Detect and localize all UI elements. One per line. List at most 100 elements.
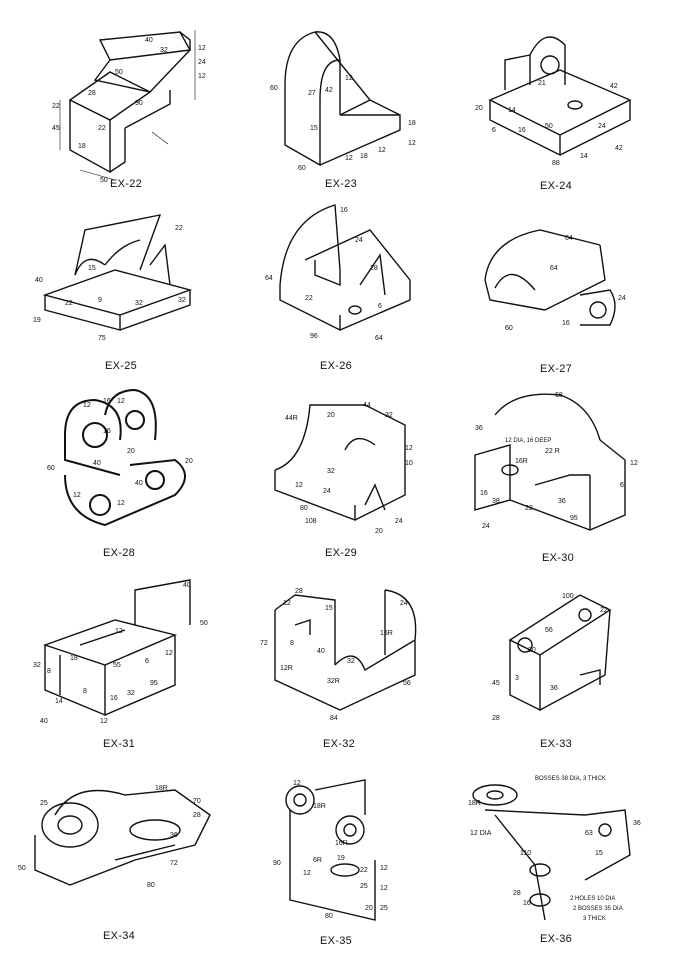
exercise-caption: EX-35: [320, 935, 353, 947]
svg-text:28: 28: [295, 588, 303, 595]
svg-text:100: 100: [562, 593, 574, 600]
exercise-caption: EX-32: [323, 738, 356, 750]
svg-text:64: 64: [265, 275, 273, 282]
svg-text:2 BOSSES 35 DIA: 2 BOSSES 35 DIA: [573, 906, 623, 912]
svg-text:12: 12: [630, 460, 638, 467]
svg-text:18: 18: [408, 120, 416, 127]
exercise-caption: EX-34: [103, 930, 136, 942]
svg-text:32: 32: [385, 412, 393, 419]
svg-text:16: 16: [340, 207, 348, 214]
svg-text:108: 108: [305, 518, 317, 525]
exercise-caption: EX-28: [103, 547, 136, 559]
svg-text:80: 80: [147, 882, 155, 889]
svg-text:12: 12: [303, 870, 311, 877]
svg-text:12: 12: [378, 147, 386, 154]
svg-text:22: 22: [360, 867, 368, 874]
svg-text:40: 40: [40, 718, 48, 725]
svg-text:55: 55: [113, 662, 121, 669]
svg-text:72: 72: [260, 640, 268, 647]
svg-text:45: 45: [52, 125, 60, 132]
svg-text:15: 15: [595, 850, 603, 857]
svg-text:36: 36: [475, 425, 483, 432]
svg-text:18: 18: [360, 153, 368, 160]
svg-text:20: 20: [528, 647, 536, 654]
svg-text:15: 15: [325, 605, 333, 612]
svg-text:32: 32: [135, 300, 143, 307]
svg-text:16: 16: [562, 320, 570, 327]
svg-text:8: 8: [290, 640, 294, 647]
svg-text:12: 12: [345, 155, 353, 162]
svg-text:75: 75: [98, 335, 106, 342]
svg-text:28: 28: [193, 812, 201, 819]
svg-text:22: 22: [175, 225, 183, 232]
svg-text:25: 25: [380, 905, 388, 912]
svg-text:12 DIA, 16 DEEP: 12 DIA, 16 DEEP: [505, 438, 551, 444]
svg-text:64: 64: [375, 335, 383, 342]
svg-text:24: 24: [323, 488, 331, 495]
exercise-ex-25: 40 15 22 9 32 75 32 22 19 EX-25: [30, 210, 220, 380]
svg-text:50: 50: [100, 177, 108, 184]
svg-text:50: 50: [115, 69, 123, 76]
svg-text:72: 72: [170, 860, 178, 867]
svg-text:28: 28: [88, 90, 96, 97]
svg-text:64: 64: [550, 265, 558, 272]
svg-text:16R: 16R: [380, 630, 393, 637]
svg-text:68: 68: [555, 392, 563, 399]
exercise-ex-22: 40 32 50 28 22 12 24 12 22 45 18 50 90 E…: [40, 20, 220, 190]
svg-text:14: 14: [580, 153, 588, 160]
svg-text:42: 42: [325, 87, 333, 94]
svg-text:36: 36: [170, 832, 178, 839]
svg-text:18: 18: [70, 655, 78, 662]
svg-text:12: 12: [83, 402, 91, 409]
svg-text:40: 40: [145, 37, 153, 44]
svg-text:16: 16: [523, 900, 531, 907]
svg-text:20: 20: [327, 412, 335, 419]
svg-text:3 THICK: 3 THICK: [583, 916, 606, 922]
exercise-ex-30: 36 68 12 DIA, 16 DEEP 16R 22 R 12 16 38 …: [470, 385, 665, 565]
svg-text:12: 12: [283, 600, 291, 607]
svg-text:44: 44: [363, 402, 371, 409]
svg-text:36: 36: [550, 685, 558, 692]
svg-text:19: 19: [33, 317, 41, 324]
isometric-drawing: 100 22 56 20 45 3 36 28: [492, 593, 612, 722]
svg-text:6: 6: [492, 127, 496, 134]
svg-text:12: 12: [293, 780, 301, 787]
svg-text:90: 90: [273, 860, 281, 867]
exercise-ex-27: 64 64 60 16 24 EX-27: [470, 220, 660, 380]
svg-text:12: 12: [117, 398, 125, 405]
svg-text:22: 22: [52, 103, 60, 110]
svg-text:56: 56: [545, 627, 553, 634]
svg-text:16: 16: [103, 428, 111, 435]
svg-text:32: 32: [127, 690, 135, 697]
svg-text:15: 15: [88, 265, 96, 272]
exercise-caption: EX-25: [105, 360, 138, 372]
svg-text:12: 12: [408, 140, 416, 147]
svg-text:95: 95: [150, 680, 158, 687]
svg-text:32R: 32R: [327, 678, 340, 685]
svg-text:90: 90: [135, 100, 143, 107]
isometric-drawing: 12 16 12 60 16 20 40 20 12 40 12: [47, 388, 193, 527]
svg-text:16: 16: [103, 398, 111, 405]
svg-text:18R: 18R: [155, 785, 168, 792]
isometric-drawing: 28 12 15 8 72 40 12R 16R 32 32R 56 84 24: [260, 588, 417, 722]
exercise-caption: EX-24: [540, 180, 573, 192]
svg-text:12R: 12R: [280, 665, 293, 672]
svg-text:22: 22: [600, 607, 608, 614]
svg-text:24: 24: [395, 518, 403, 525]
svg-text:22: 22: [98, 125, 106, 132]
svg-text:36: 36: [558, 498, 566, 505]
svg-text:15: 15: [310, 125, 318, 132]
exercise-ex-24: 20 21 42 14 6 50 24 88 14 42 16 EX-24: [470, 20, 660, 195]
svg-text:22: 22: [305, 295, 313, 302]
isometric-drawing: 16 24 64 28 22 96 64 6: [265, 204, 411, 342]
svg-text:12: 12: [380, 885, 388, 892]
exercise-ex-34: 25 18R 70 28 36 50 72 80 EX-34: [15, 775, 225, 950]
svg-text:60: 60: [270, 85, 278, 92]
svg-text:45: 45: [492, 680, 500, 687]
svg-text:20: 20: [127, 448, 135, 455]
svg-text:32: 32: [178, 297, 186, 304]
svg-text:12: 12: [73, 492, 81, 499]
svg-text:80: 80: [325, 913, 333, 920]
exercise-ex-31: 40 12 32 8 18 55 6 12 8 50 14 16 32 95 4…: [25, 575, 220, 755]
